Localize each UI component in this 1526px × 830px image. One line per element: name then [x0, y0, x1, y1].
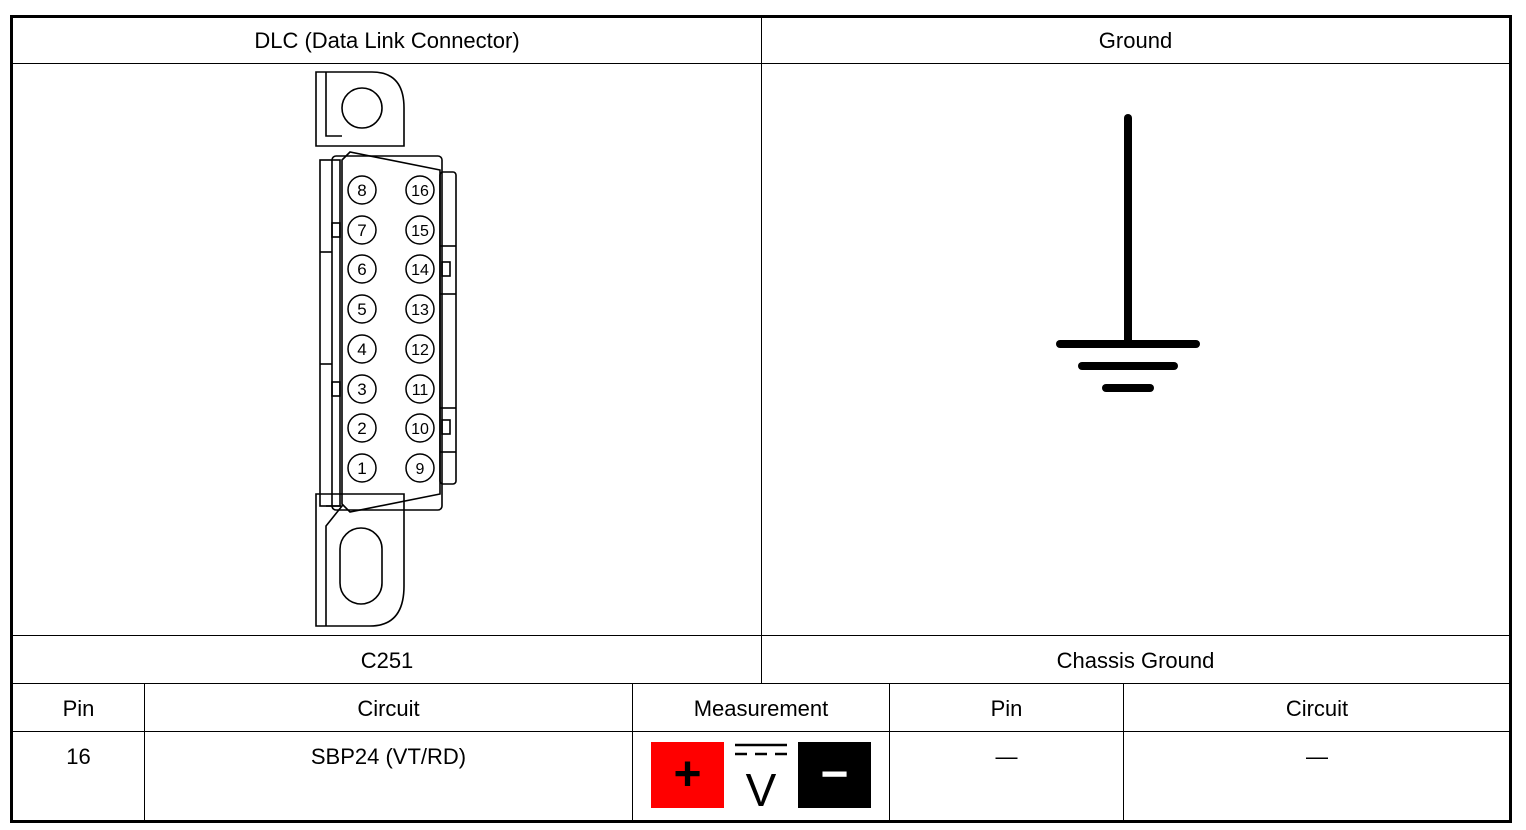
pin-label: 14 — [411, 262, 429, 279]
row-ground-circuit-value: — — [1306, 744, 1328, 769]
connector-id: C251 — [360, 648, 414, 673]
pin-column-right: 16 15 14 13 12 11 10 9 — [405, 175, 435, 483]
pin-label: 5 — [357, 300, 366, 319]
pin-label: 10 — [411, 421, 429, 438]
positive-symbol: + — [673, 748, 702, 801]
row-ground-pin-value: — — [995, 744, 1018, 769]
pin-label: 12 — [411, 342, 429, 359]
pin-label: 1 — [357, 459, 366, 478]
pin-label: 13 — [411, 302, 429, 319]
pin-label: 2 — [357, 419, 366, 438]
column-header-circuit: Circuit — [357, 696, 420, 721]
divider-col-pin — [144, 683, 145, 821]
meter-label: V — [746, 764, 777, 810]
pin-label: 3 — [357, 380, 366, 399]
ground-symbol-icon — [1056, 114, 1200, 392]
row-circuit-value: SBP24 (VT/RD) — [310, 744, 467, 769]
ground-title: Ground — [1098, 28, 1173, 53]
divider-column-headers — [12, 731, 1510, 732]
column-header-measurement: Measurement — [693, 696, 829, 721]
pin-label: 11 — [412, 382, 429, 399]
pin-label: 9 — [416, 461, 425, 478]
divider-main-center — [761, 17, 762, 684]
dc-voltage-icon: V — [735, 743, 787, 810]
pin-label: 8 — [357, 181, 366, 200]
dlc-connector-diagram: 8 7 6 5 4 3 2 1 16 15 14 13 12 11 10 9 — [315, 71, 457, 627]
pin-label: 4 — [357, 340, 366, 359]
measurement-negative-icon: − — [798, 742, 871, 808]
column-header-pin: Pin — [62, 696, 95, 721]
divider-col-circuit — [632, 683, 633, 821]
negative-symbol: − — [820, 748, 849, 801]
dlc-title: DLC (Data Link Connector) — [254, 28, 520, 53]
row-pin-value: 16 — [66, 744, 91, 769]
pin-column-left: 8 7 6 5 4 3 2 1 — [347, 175, 377, 483]
divider-col-ground-pin — [1123, 683, 1124, 821]
table-frame — [10, 15, 1512, 823]
pin-label: 16 — [411, 183, 429, 200]
column-header-ground-pin: Pin — [990, 696, 1023, 721]
column-header-ground-circuit: Circuit — [1285, 696, 1349, 721]
measurement-positive-icon: + — [651, 742, 724, 808]
pin-label: 6 — [357, 260, 366, 279]
divider-col-measurement — [889, 683, 890, 821]
pin-label: 15 — [411, 223, 429, 240]
ground-name: Chassis Ground — [1056, 648, 1215, 673]
pin-label: 7 — [357, 221, 366, 240]
